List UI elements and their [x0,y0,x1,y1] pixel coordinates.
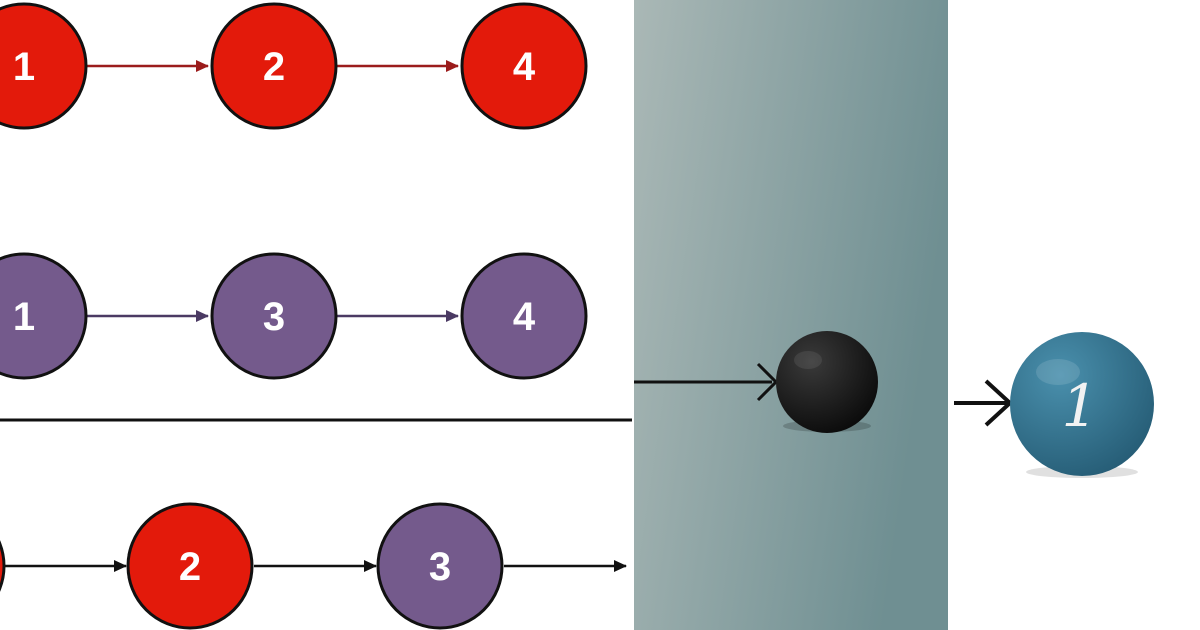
node-a-2-label: 2 [263,45,285,89]
node-a-1-label: 1 [13,45,35,89]
node-merged-2-label: 2 [179,545,201,589]
black-ball-icon [776,331,878,433]
node-b-4: 4 [460,252,588,380]
node-merged-partial-left [0,540,6,592]
node-b-4-label: 4 [513,295,536,339]
merged-list: 2 3 [0,502,627,630]
node-merged-2: 2 [126,502,254,630]
node-b-1-label: 1 [13,295,35,339]
node-merged-3: 3 [376,502,504,630]
node-b-3: 3 [210,252,338,380]
teal-ball-label: 1 [1062,372,1099,440]
teal-ball-icon: 1 [1010,332,1154,478]
node-b-3-label: 3 [263,295,285,339]
list-b: 1 3 4 [0,252,588,380]
node-merged-3-label: 3 [429,545,451,589]
photo-panel-background [634,0,948,630]
list-a: 1 2 4 [0,2,588,130]
node-a-2: 2 [210,2,338,130]
next-arrow-head [984,379,1013,427]
node-a-1: 1 [0,2,88,130]
photo-panel [634,0,948,630]
node-a-4-label: 4 [513,45,536,89]
next-node-group: 1 [954,332,1154,478]
node-a-4: 4 [460,2,588,130]
node-b-1: 1 [0,252,88,380]
